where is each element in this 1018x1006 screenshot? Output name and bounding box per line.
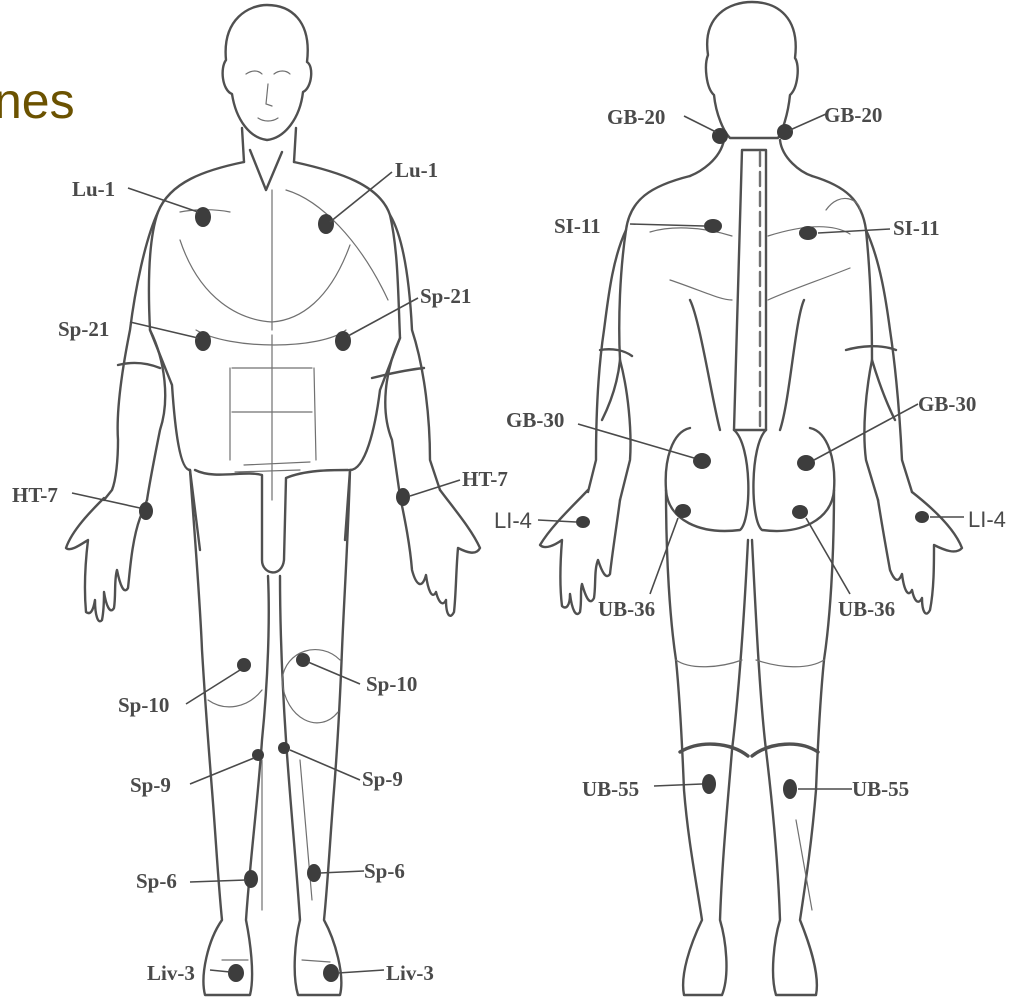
front-torso [149, 162, 400, 550]
label-lu1-left: Lu-1 [72, 177, 115, 201]
front-hand-left [66, 498, 147, 621]
front-chest-detail [180, 190, 388, 500]
back-arm-left [588, 230, 632, 500]
point-liv3-left [228, 964, 244, 982]
front-figure [66, 5, 480, 995]
point-li4-left [576, 516, 590, 528]
label-ub55-left: UB-55 [582, 777, 639, 801]
front-neck [242, 128, 296, 190]
point-ht7-left [139, 502, 153, 520]
front-hand-right [400, 490, 480, 616]
back-torso [602, 176, 895, 430]
label-sp10-right: Sp-10 [366, 672, 417, 696]
point-gb30-right [797, 455, 815, 471]
label-ub36-right: UB-36 [838, 597, 895, 621]
label-li4-right: LI-4 [968, 507, 1006, 532]
front-leg-left [190, 470, 269, 995]
point-si11-left [704, 219, 722, 233]
label-ht7-right: HT-7 [462, 467, 508, 491]
label-ub55-right: UB-55 [852, 777, 909, 801]
back-scapula-detail [650, 198, 860, 300]
back-knee-detail [676, 660, 824, 910]
label-si11-right: SI-11 [893, 216, 940, 240]
acupoint-dots [139, 124, 929, 982]
front-head [223, 5, 312, 140]
label-sp21-left: Sp-21 [58, 317, 109, 341]
label-sp10-left: Sp-10 [118, 693, 169, 717]
point-liv3-right [323, 964, 339, 982]
back-hand-left [540, 490, 620, 614]
label-li4-left: LI-4 [494, 508, 532, 533]
label-liv3-right: Liv-3 [386, 961, 434, 985]
label-ht7-left: HT-7 [12, 483, 58, 507]
back-head [706, 2, 798, 138]
front-leg-right [280, 470, 350, 995]
point-sp6-right [307, 864, 321, 882]
label-gb20-right: GB-20 [824, 103, 882, 127]
label-gb30-right: GB-30 [918, 392, 976, 416]
front-arm-right [372, 215, 440, 496]
point-ub36-right [792, 505, 808, 519]
point-si11-right [799, 226, 817, 240]
label-sp21-right: Sp-21 [420, 284, 471, 308]
back-calf-band [680, 744, 818, 756]
label-sp9-left: Sp-9 [130, 773, 171, 797]
label-si11-left: SI-11 [554, 214, 601, 238]
point-lu1-left [195, 207, 211, 227]
back-buttocks [666, 428, 835, 531]
leader-lines [72, 114, 964, 973]
point-ht7-right [396, 488, 410, 506]
front-knee-detail [208, 650, 340, 962]
back-hand-right [878, 492, 962, 614]
label-sp6-right: Sp-6 [364, 859, 405, 883]
back-figure [540, 2, 962, 995]
point-sp21-right [335, 331, 351, 351]
label-liv3-left: Liv-3 [147, 961, 195, 985]
back-arm-right [846, 230, 912, 500]
point-lu1-right [318, 214, 334, 234]
label-sp9-right: Sp-9 [362, 767, 403, 791]
back-neck [690, 140, 812, 176]
point-ub36-left [675, 504, 691, 518]
point-sp9-right [278, 742, 290, 754]
point-sp9-left [252, 749, 264, 761]
front-face [246, 71, 290, 121]
label-ub36-left: UB-36 [598, 597, 655, 621]
point-gb30-left [693, 453, 711, 469]
point-ub55-left [702, 774, 716, 794]
label-gb30-left: GB-30 [506, 408, 564, 432]
front-arm-left [104, 212, 165, 500]
point-sp21-left [195, 331, 211, 351]
label-sp6-left: Sp-6 [136, 869, 177, 893]
label-lu1-right: Lu-1 [395, 158, 438, 182]
point-li4-right [915, 511, 929, 523]
point-ub55-right [783, 779, 797, 799]
label-gb20-left: GB-20 [607, 105, 665, 129]
point-sp10-right [296, 653, 310, 667]
point-sp6-left [244, 870, 258, 888]
back-labels: GB-20 GB-20 SI-11 SI-11 GB-30 GB-30 LI-4… [494, 103, 1006, 801]
point-gb20-right [777, 124, 793, 140]
